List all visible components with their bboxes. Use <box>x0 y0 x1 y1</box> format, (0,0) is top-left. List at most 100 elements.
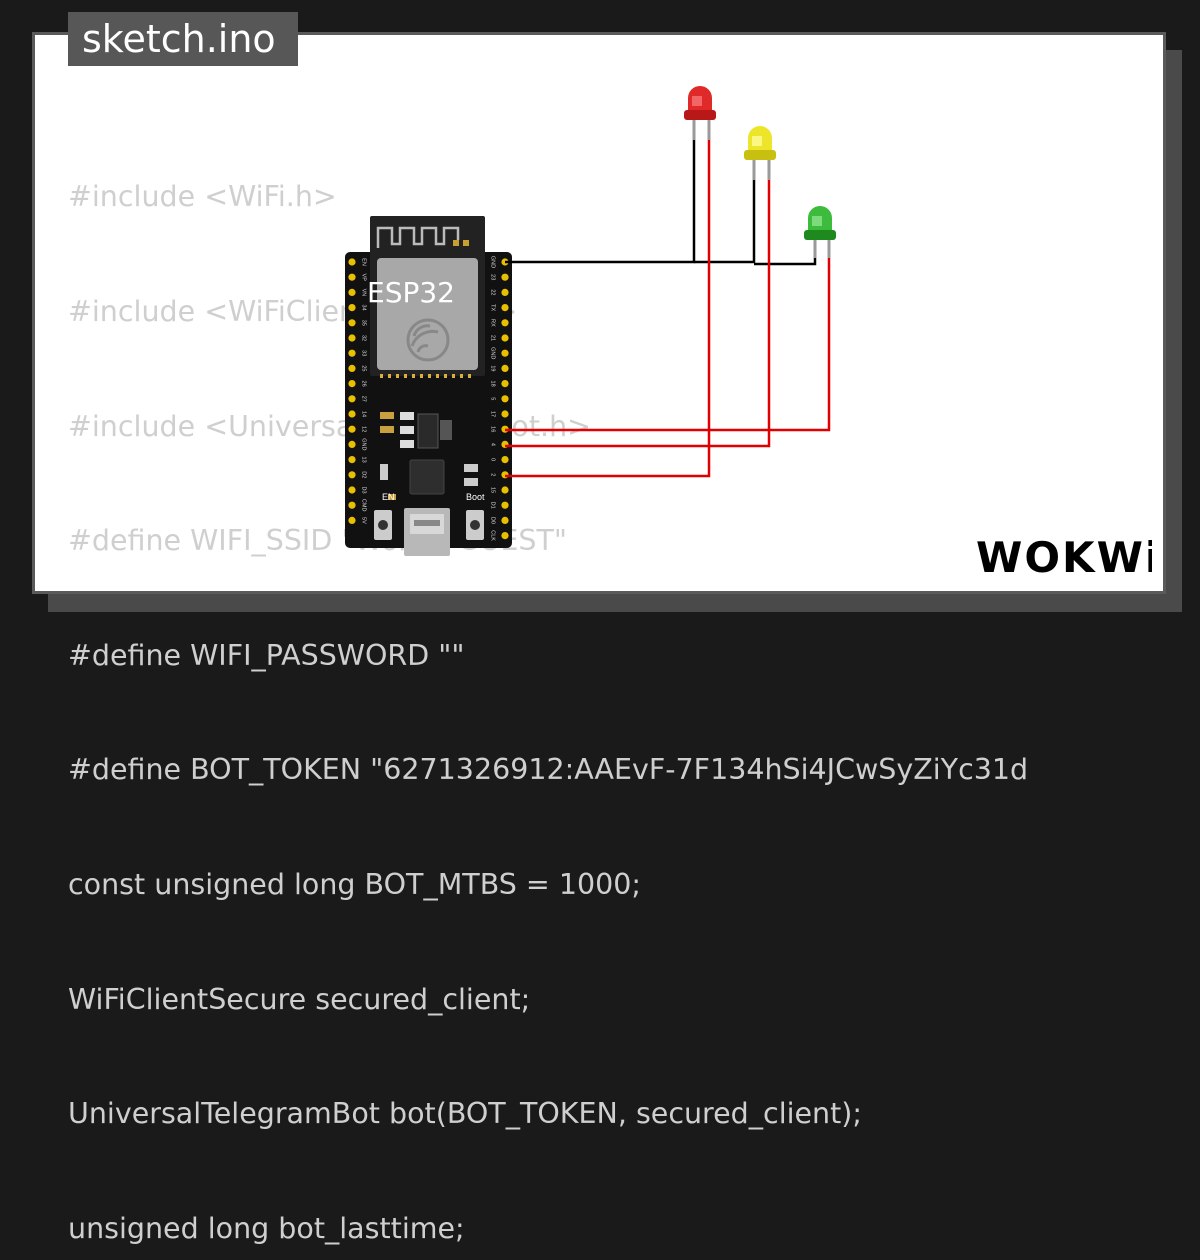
pin-left-6[interactable] <box>348 349 356 357</box>
pin-left-12[interactable] <box>348 440 356 448</box>
pin-right-1[interactable] <box>501 273 509 281</box>
pin-right-18[interactable] <box>501 532 509 540</box>
diagram-card <box>32 32 1166 594</box>
espressif-logo <box>406 318 450 362</box>
pin-label: CMD <box>361 499 367 512</box>
pin-left-1[interactable] <box>348 273 356 281</box>
pin-label: 5 <box>490 397 496 400</box>
pin-label: GND <box>361 438 367 450</box>
pin-right-8[interactable] <box>501 380 509 388</box>
rf-shield <box>377 258 478 370</box>
led-red[interactable] <box>684 86 716 140</box>
usb-port[interactable] <box>404 508 450 556</box>
pin-label: 16 <box>490 426 496 432</box>
antenna-trace <box>376 226 460 248</box>
en-label: EN <box>382 492 395 502</box>
pin-right-13[interactable] <box>501 456 509 464</box>
pin-left-7[interactable] <box>348 364 356 372</box>
pin-left-0[interactable] <box>348 258 356 266</box>
pin-left-3[interactable] <box>348 304 356 312</box>
pin-right-5[interactable] <box>501 334 509 342</box>
pin-label: 0 <box>490 458 496 461</box>
pin-label: EN <box>361 258 367 266</box>
pin-label: CLK <box>490 530 496 541</box>
pin-label: 32 <box>361 335 367 341</box>
pin-label: TX <box>490 304 496 311</box>
pin-label: 27 <box>361 396 367 402</box>
circuit-diagram: ESP32 EN Boot <box>345 86 836 556</box>
code-line: #define WIFI_PASSWORD "" <box>68 638 465 672</box>
pin-label: 33 <box>361 350 367 356</box>
pin-label: 12 <box>361 426 367 432</box>
pin-left-14[interactable] <box>348 471 356 479</box>
pin-left-11[interactable] <box>348 425 356 433</box>
pin-right-17[interactable] <box>501 516 509 525</box>
board-label: ESP32 <box>367 276 455 309</box>
pin-right-4[interactable] <box>501 319 509 327</box>
pin-left-17[interactable] <box>348 516 356 525</box>
pin-label: D1 <box>490 502 496 509</box>
pin-label: 15 <box>490 487 496 493</box>
pin-label: D0 <box>490 517 496 524</box>
pin-label: 2 <box>490 473 496 476</box>
pin-headers: ENVPVN343532332526271412GND13D2D3CMD5VGN… <box>348 256 509 541</box>
code-line: #define BOT_TOKEN "6271326912:AAEvF-7F13… <box>68 753 1029 787</box>
file-tab[interactable]: sketch.ino <box>68 12 298 66</box>
esp32-board[interactable]: ESP32 EN Boot <box>345 216 512 556</box>
pin-right-3[interactable] <box>501 304 509 312</box>
pin-label: VP <box>361 274 367 282</box>
pin-left-10[interactable] <box>348 410 356 418</box>
pin-label: 5V <box>361 517 367 524</box>
code-line: unsigned long bot_lasttime; <box>68 1211 465 1245</box>
wire-red-led-gnd <box>505 130 696 264</box>
signal-wires <box>505 130 831 478</box>
pin-left-2[interactable] <box>348 288 356 296</box>
boot-button[interactable] <box>466 510 484 540</box>
code-line: WiFiClientSecure secured_client; <box>68 982 531 1016</box>
pin-label: 19 <box>490 365 496 371</box>
wokwi-logo: WOKWi <box>976 533 1152 582</box>
pin-label: 26 <box>361 381 367 387</box>
pin-right-7[interactable] <box>501 364 509 372</box>
pin-label: 13 <box>361 457 367 463</box>
code-line: #include <WiFi.h> <box>68 180 337 214</box>
pin-left-16[interactable] <box>348 501 356 509</box>
wire-red-led-signal <box>505 130 711 478</box>
code-line: UniversalTelegramBot bot(BOT_TOKEN, secu… <box>68 1097 863 1131</box>
wire-green-led-signal <box>505 250 831 432</box>
pin-left-4[interactable] <box>348 319 356 327</box>
pin-label: 22 <box>490 289 496 295</box>
boot-label: Boot <box>466 492 485 502</box>
pin-left-5[interactable] <box>348 334 356 342</box>
pin-label: 4 <box>490 443 496 446</box>
pin-right-6[interactable] <box>501 349 509 357</box>
en-button[interactable] <box>374 510 392 540</box>
wire-green-led-gnd <box>754 250 817 266</box>
pin-label: 35 <box>361 320 367 326</box>
pin-label: RX <box>490 319 496 327</box>
pin-right-2[interactable] <box>501 288 509 296</box>
pin-label: 34 <box>361 305 367 311</box>
led-yellow[interactable] <box>744 126 776 180</box>
pin-left-15[interactable] <box>348 486 356 494</box>
pin-right-10[interactable] <box>501 410 509 418</box>
led-green[interactable] <box>804 206 836 258</box>
pin-right-9[interactable] <box>501 395 509 403</box>
pin-label: 25 <box>361 365 367 371</box>
code-line: const unsigned long BOT_MTBS = 1000; <box>68 867 641 901</box>
pin-left-9[interactable] <box>348 395 356 403</box>
wokwi-logo-text: WOKWi <box>976 533 1152 582</box>
pin-label: 23 <box>490 274 496 280</box>
pin-right-15[interactable] <box>501 486 509 494</box>
wire-yellow-led-gnd <box>694 170 756 264</box>
pin-label: 14 <box>361 411 367 417</box>
pin-right-16[interactable] <box>501 501 509 509</box>
pin-label: 18 <box>490 381 496 387</box>
pin-label: 21 <box>490 335 496 341</box>
pin-left-8[interactable] <box>348 380 356 388</box>
pin-label: D3 <box>361 486 367 493</box>
wire-yellow-led-signal <box>505 170 771 448</box>
pin-label: GND <box>490 347 496 359</box>
pin-left-13[interactable] <box>348 456 356 464</box>
pin-label: D2 <box>361 471 367 478</box>
